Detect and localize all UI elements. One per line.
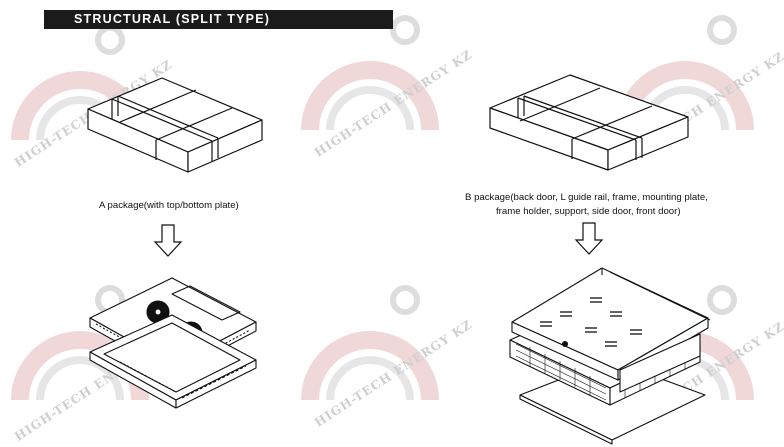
down-arrow-icon bbox=[574, 222, 604, 255]
package-b-caption-line-1: B package(back door, L guide rail, frame… bbox=[465, 192, 708, 203]
package-b-caption-line-2: frame holder, support, side door, front … bbox=[496, 206, 681, 217]
down-arrow-icon bbox=[153, 224, 183, 257]
section-title-bar: STRUCTURAL (SPLIT TYPE) bbox=[44, 10, 393, 29]
section-title: STRUCTURAL (SPLIT TYPE) bbox=[74, 12, 271, 26]
package-a-caption: A package(with top/bottom plate) bbox=[99, 200, 239, 211]
